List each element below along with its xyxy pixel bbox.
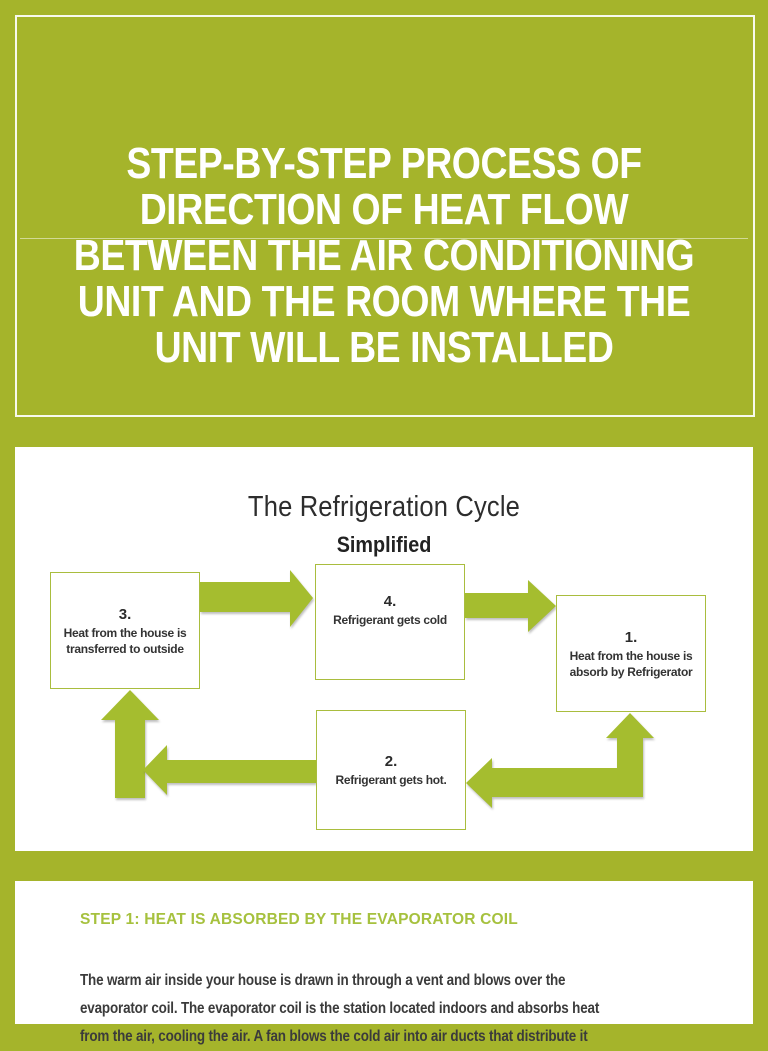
flow-arrow-2-to-3 [143,745,316,795]
flow-arrow-4-to-1 [465,580,556,632]
diagram-box-number: 4. [383,593,397,610]
deck-title-line: BETWEEN THE AIR CONDITIONING [73,231,695,280]
diagram-box-label: Heat from the house is transferred to ou… [63,625,187,656]
diagram-box-4: 4. Refrigerant gets cold [315,564,465,680]
diagram-box-3: 3. Heat from the house is transferred to… [50,572,200,689]
step1-body-line: The warm air inside your house is drawn … [80,972,566,989]
step1-body-line: evaporator coil. The evaporator coil is … [80,1000,600,1017]
title-divider-line [20,238,748,239]
deck-title-line: UNIT AND THE ROOM WHERE THE [77,277,691,326]
flow-arrow-up-to-3 [101,690,159,798]
deck-title-line: STEP-BY-STEP PROCESS OF [126,139,642,188]
step1-heading: STEP 1: HEAT IS ABSORBED BY THE EVAPORAT… [80,911,519,928]
deck-title-line: DIRECTION OF HEAT FLOW [139,185,629,234]
title-slide-border-frame [15,15,755,417]
step1-body: The warm air inside your house is drawn … [80,967,651,1051]
diagram-slide-canvas: The Refrigeration Cycle Simplified 3. He… [15,447,753,851]
diagram-box-1: 1. Heat from the house is absorb by Refr… [556,595,706,712]
step1-slide-canvas: STEP 1: HEAT IS ABSORBED BY THE EVAPORAT… [15,881,753,1045]
flow-arrow-3-to-4 [200,570,313,627]
deck-title-line: UNIT WILL BE INSTALLED [154,323,614,372]
flow-arrow-layer [101,570,654,808]
diagram-box-number: 3. [118,605,132,623]
diagram-subtitle: Simplified [336,532,432,557]
flow-arrow-1-to-2 [466,713,654,808]
diagram-box-number: 2. [384,753,398,770]
diagram-box-label: Heat from the house is absorb by Refrige… [569,648,693,679]
diagram-box-label: Refrigerant gets hot. [335,773,447,787]
diagram-title: The Refrigeration Cycle [247,491,521,523]
diagram-box-label: Refrigerant gets cold [333,613,447,627]
deck-title: STEP-BY-STEP PROCESS OF DIRECTION OF HEA… [58,141,711,371]
step1-body-line: from the air, cooling the air. A fan blo… [80,1028,588,1045]
diagram-slide: The Refrigeration Cycle Simplified 3. He… [0,447,768,851]
diagram-box-2: 2. Refrigerant gets hot. [316,710,466,830]
step1-slide: STEP 1: HEAT IS ABSORBED BY THE EVAPORAT… [0,880,768,1045]
title-slide: STEP-BY-STEP PROCESS OF DIRECTION OF HEA… [0,0,768,425]
diagram-box-number: 1. [624,628,638,646]
